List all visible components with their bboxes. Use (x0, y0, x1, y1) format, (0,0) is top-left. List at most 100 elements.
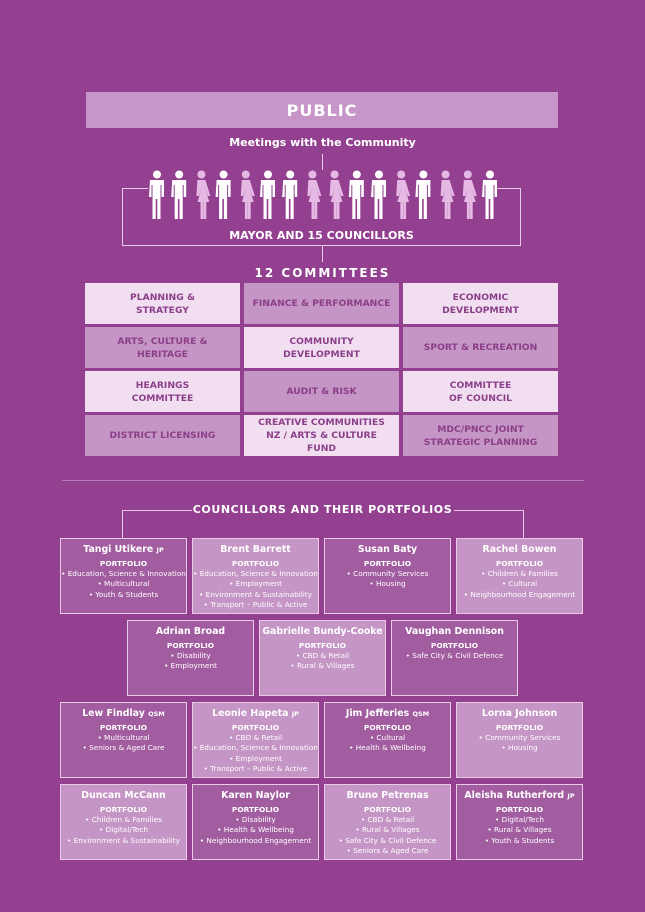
committee-box: ARTS, CULTURE & HERITAGE (85, 327, 240, 368)
female-person-icon (307, 170, 322, 219)
portfolio-item: • Youth & Students (88, 589, 159, 599)
councillor-name-row: Karen Naylor (193, 790, 318, 802)
councillor-name: Tangi Utikere (83, 544, 154, 555)
portfolio-heading: PORTFOLIO (99, 723, 148, 732)
portfolios-bracket-left (122, 510, 192, 511)
councillor-name: Leonie Hapeta (212, 708, 289, 719)
portfolios-bracket-right (523, 510, 524, 538)
female-person-icon (329, 170, 344, 219)
portfolio-item: • Seniors & Aged Care (346, 846, 429, 856)
portfolios-bracket-right (454, 510, 524, 511)
portfolio-heading: PORTFOLIO (231, 805, 280, 814)
councillor-name: Gabrielle Bundy-Cooke (262, 626, 383, 637)
portfolio-item: • Disability (170, 651, 211, 660)
councillor-name: Rachel Bowen (482, 544, 557, 555)
committee-label: COMMUNITY DEVELOPMENT (283, 335, 360, 360)
male-person-icon (481, 170, 497, 219)
councillor-name: Vaughan Dennison (405, 626, 504, 637)
portfolio-heading: PORTFOLIO (495, 559, 544, 568)
councillor-name: Lorna Johnson (481, 708, 558, 719)
councillor-name: Karen Naylor (221, 790, 290, 801)
meetings-label: Meetings with the Community (229, 136, 416, 149)
councillor-name: Aleisha Rutherford (464, 790, 565, 801)
portfolios-title: COUNCILLORS AND THEIR PORTFOLIOS (192, 503, 453, 516)
portfolio-item: • Children & Families (481, 569, 558, 578)
portfolio-item: • Employment (164, 661, 217, 671)
committee-label: CREATIVE COMMUNITIES NZ / ARTS & CULTURE… (258, 417, 385, 454)
councillor-name-row: Jim Jefferies QSM (325, 708, 450, 720)
male-person-icon (282, 170, 298, 219)
female-person-icon (196, 170, 211, 219)
portfolio-item: • Environment & Sustainability (199, 589, 312, 599)
committee-label: AUDIT & RISK (286, 386, 357, 397)
councillor-name-row: Adrian Broad (128, 626, 253, 638)
honour-suffix: QSM (148, 710, 165, 718)
portfolio-item: • Multicultural (97, 579, 150, 589)
committee-box: DISTRICT LICENSING (85, 415, 240, 456)
honour-suffix: JP (567, 792, 575, 800)
public-banner: PUBLIC (86, 92, 558, 128)
councillor-name: Adrian Broad (155, 626, 226, 637)
committee-label: PLANNING & STRATEGY (130, 291, 195, 316)
portfolio-heading: PORTFOLIO (231, 723, 280, 732)
portfolio-item: • Transport – Public & Active (203, 764, 308, 774)
female-person-icon (396, 170, 411, 219)
councillor-name-row: Lew Findlay QSM (61, 708, 186, 720)
divider (62, 480, 584, 481)
committee-box: HEARINGS COMMITTEE (85, 371, 240, 412)
portfolio-item: • CBD & Retail (228, 733, 283, 742)
portfolio-item: • Environment & Sustainability (67, 835, 180, 845)
portfolio-heading: PORTFOLIO (430, 641, 479, 650)
portfolio-item: • Employment (229, 579, 282, 589)
councillor-name-row: Aleisha Rutherford JP (457, 790, 582, 802)
councillor-name: Duncan McCann (81, 790, 166, 801)
portfolio-item: • Seniors & Aged Care (82, 743, 165, 753)
councillor-name: Bruno Petrenas (346, 790, 429, 801)
committee-box: CREATIVE COMMUNITIES NZ / ARTS & CULTURE… (244, 415, 399, 456)
councillor-name-row: Vaughan Dennison (392, 626, 517, 638)
councillor-name-row: Duncan McCann (61, 790, 186, 802)
committee-label: SPORT & RECREATION (423, 342, 538, 353)
committee-box: PLANNING & STRATEGY (85, 283, 240, 324)
committee-label: COMMITTEE OF COUNCIL (448, 379, 512, 404)
committee-label: ARTS, CULTURE & HERITAGE (117, 335, 208, 360)
portfolio-heading: PORTFOLIO (231, 559, 280, 568)
female-person-icon (440, 170, 455, 219)
committee-label: HEARINGS COMMITTEE (131, 379, 194, 404)
portfolio-heading: PORTFOLIO (99, 559, 148, 568)
portfolio-item: • Cultural (501, 579, 538, 589)
councillor-name-row: Brent Barrett (193, 544, 318, 556)
portfolio-item: • Digital/Tech (98, 825, 149, 835)
portfolio-item: • Education, Science & Innovation (193, 569, 318, 578)
portfolio-heading: PORTFOLIO (363, 559, 412, 568)
male-person-icon (215, 170, 231, 219)
councillor-name-row: Tangi Utikere JP (61, 544, 186, 556)
councillor-name: Susan Baty (357, 544, 418, 555)
committee-box: AUDIT & RISK (244, 371, 399, 412)
portfolio-item: • Transport – Public & Active (203, 600, 308, 610)
councillor-name-row: Susan Baty (325, 544, 450, 556)
bracket-edge (122, 188, 148, 189)
female-person-icon (240, 170, 255, 219)
councillor-name-row: Gabrielle Bundy-Cooke (260, 626, 385, 638)
committee-box: COMMUNITY DEVELOPMENT (244, 327, 399, 368)
portfolios-bracket-left (122, 510, 123, 538)
bracket-edge (495, 188, 521, 189)
connector-line (322, 246, 323, 262)
portfolio-item: • Neighbourhood Engagement (199, 835, 312, 845)
portfolio-item: • Digital/Tech (494, 815, 545, 824)
portfolio-item: • Community Services (478, 733, 561, 742)
portfolio-item: • Rural & Villages (487, 825, 552, 835)
male-person-icon (260, 170, 275, 219)
